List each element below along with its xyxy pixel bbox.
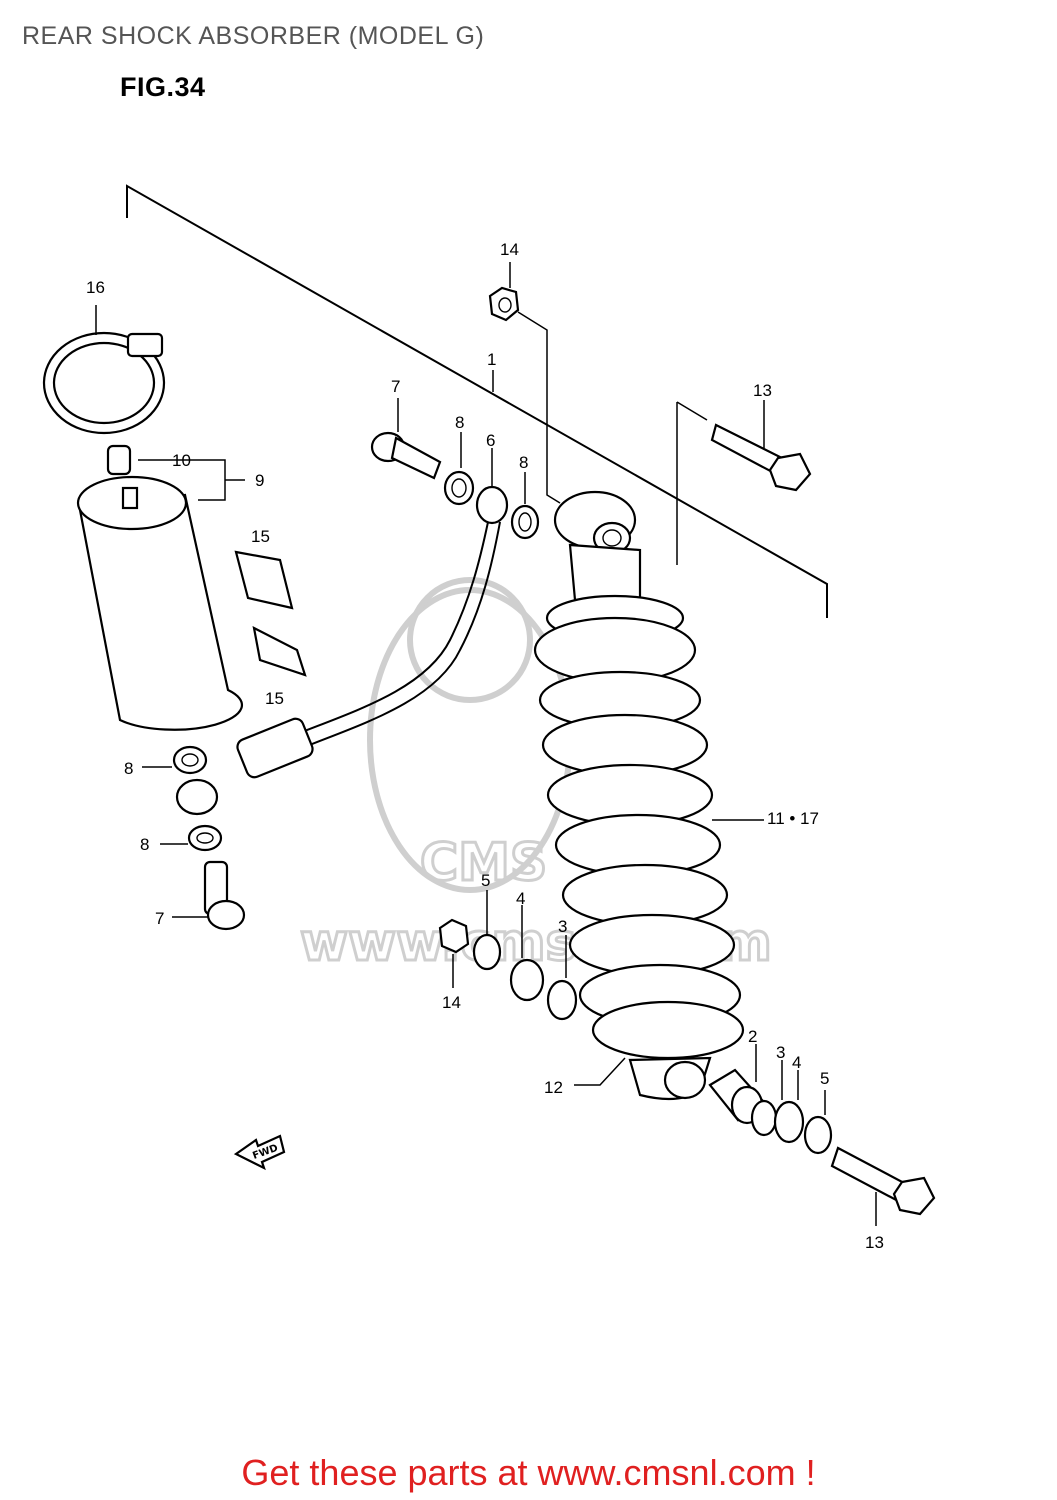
callout-6: 6: [486, 431, 495, 450]
callout-13a: 13: [753, 381, 772, 400]
fwd-arrow-icon: FWD: [233, 1134, 286, 1171]
callout-15a: 15: [251, 527, 270, 546]
banjo-bolt-upper: [370, 431, 442, 480]
washer-4-lower: [509, 958, 545, 1002]
label-sticker-lower: [252, 625, 307, 677]
reservoir-tank: [76, 475, 244, 731]
figure-label: FIG.34: [120, 72, 206, 102]
callout-8d: 8: [140, 835, 149, 854]
hose-clamp: [42, 305, 166, 435]
valve-cap: [106, 444, 132, 476]
callout-3a: 3: [558, 917, 567, 936]
callout-14a: 14: [500, 240, 519, 259]
mounting-bolt-lower: [830, 1146, 936, 1216]
callout-8b: 8: [519, 453, 528, 472]
callout-5b: 5: [820, 1069, 829, 1088]
banjo-bolt-lower: [203, 860, 246, 931]
callout-15b: 15: [265, 689, 284, 708]
nut-lower: [438, 918, 470, 954]
callout-14b: 14: [442, 993, 461, 1012]
label-sticker-upper: [234, 550, 294, 610]
get-parts-link[interactable]: Get these parts at www.cmsnl.com !: [241, 1452, 816, 1493]
assembly-bracket: [126, 184, 828, 618]
watermark-logo: CMS: [420, 833, 547, 893]
callout-5a: 5: [481, 871, 490, 890]
mounting-bolt-upper: [710, 423, 812, 492]
callout-16: 16: [86, 278, 105, 297]
washer-4-right: [773, 1100, 805, 1144]
page-title: REAR SHOCK ABSORBER (MODEL G): [22, 22, 485, 50]
callout-8c: 8: [124, 759, 133, 778]
reservoir-hose: [175, 485, 509, 816]
callout-11-17: 11 • 17: [767, 809, 819, 828]
circlip-3-right: [750, 1099, 778, 1137]
callout-8a: 8: [455, 413, 464, 432]
washer-5-lower: [472, 933, 502, 971]
callout-10: 10: [172, 451, 191, 470]
callout-12: 12: [544, 1078, 563, 1097]
shock-absorber: [533, 490, 745, 1101]
callout-4b: 4: [792, 1053, 801, 1072]
callout-4a: 4: [516, 889, 525, 908]
callout-2: 2: [748, 1027, 757, 1046]
washer-5-right: [803, 1115, 833, 1155]
callout-3b: 3: [776, 1043, 785, 1062]
callout-13b: 13: [865, 1233, 884, 1252]
callout-7b: 7: [155, 909, 164, 928]
callout-1: 1: [487, 350, 496, 369]
callout-7a: 7: [391, 377, 400, 396]
callout-9: 9: [255, 471, 264, 490]
nut-upper: [488, 286, 520, 322]
circlip-3-lower: [546, 979, 578, 1021]
